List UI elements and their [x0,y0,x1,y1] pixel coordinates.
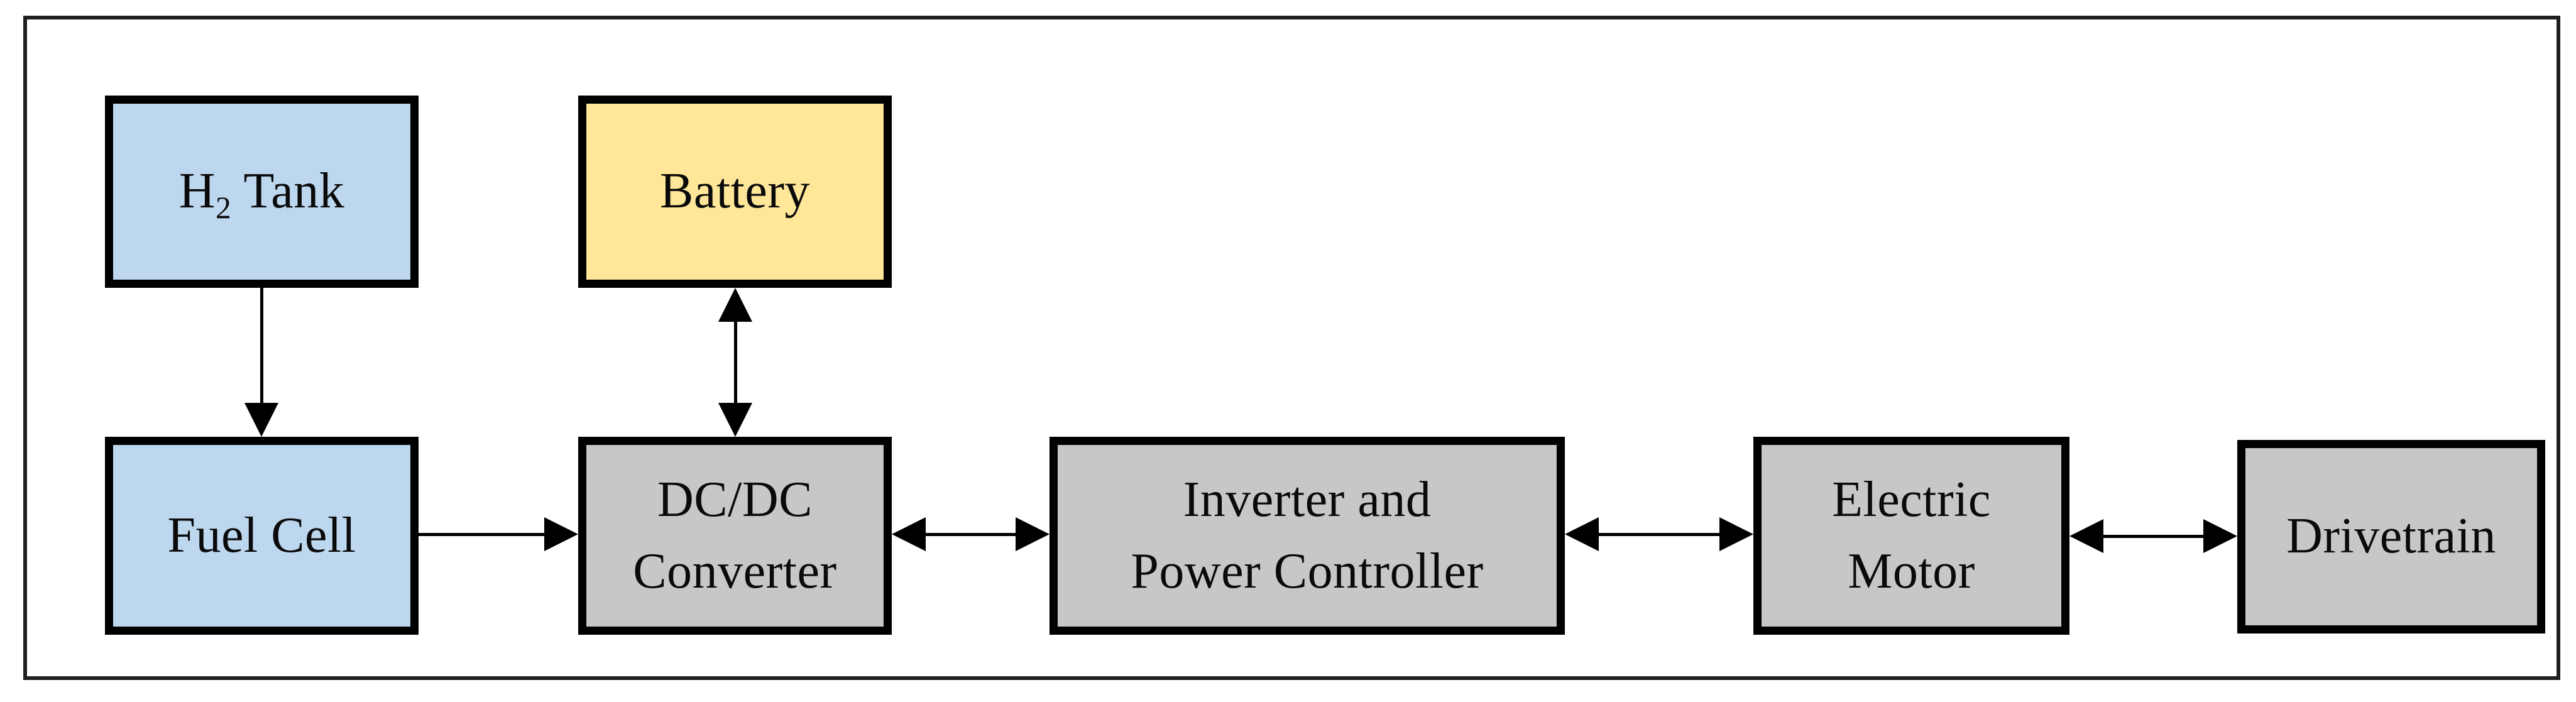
arrowhead-left-icon [2069,519,2103,553]
arrowhead-down-icon [244,403,278,437]
arrowhead-right-icon [1719,517,1753,551]
arrowhead-right-icon [2203,519,2237,553]
drivetrain-box: Drivetrain [2237,440,2545,633]
arrowhead-right-icon [1016,517,1050,551]
arrowhead-right-icon [544,517,578,551]
dcdc-converter-label-line2: Converter [633,543,837,599]
dcdc-converter-box: DC/DC Converter [578,437,892,635]
arrowhead-down-icon [718,403,752,437]
fuel-cell-box: Fuel Cell [105,437,419,635]
battery-label: Battery [660,163,810,219]
electric-motor-box: Electric Motor [1753,437,2069,635]
fuel-cell-label: Fuel Cell [167,507,356,563]
arrowhead-up-icon [718,288,752,322]
inverter-label-line2: Power Controller [1131,543,1484,599]
electric-motor-label-line1: Electric [1832,471,1991,527]
battery-box: Battery [578,96,892,288]
dcdc-converter-label-line1: DC/DC [657,471,813,527]
inverter-label-line1: Inverter and [1183,471,1432,527]
arrowhead-left-icon [892,517,926,551]
drivetrain-label: Drivetrain [2286,508,2496,564]
arrowhead-left-icon [1565,517,1599,551]
electric-motor-label-line2: Motor [1848,543,1975,599]
inverter-power-controller-box: Inverter and Power Controller [1050,437,1565,635]
